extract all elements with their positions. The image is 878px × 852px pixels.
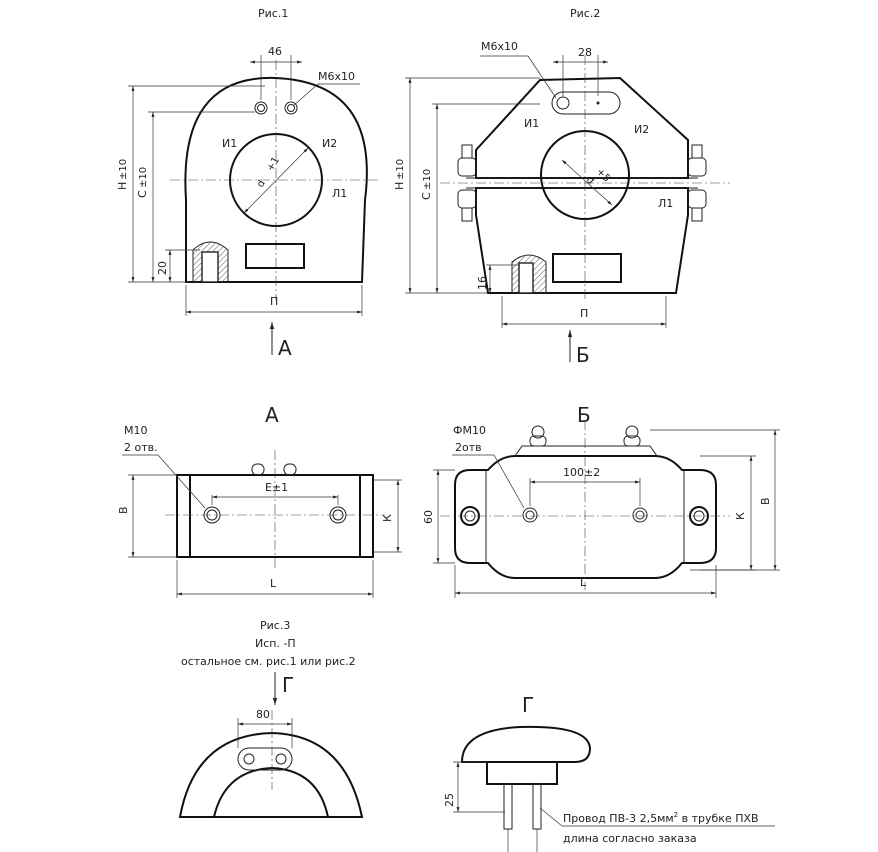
fig1-i2: И2	[322, 137, 337, 150]
fig2-upper-half	[475, 76, 689, 179]
fig2-dim-h: Н	[393, 182, 406, 190]
view-a-hole-count: 2 отв.	[124, 441, 158, 454]
view-b-bolt-right	[623, 435, 641, 447]
fig3-slot	[237, 747, 293, 771]
fig1-view-arrow: А	[278, 336, 292, 360]
fig1-thread: М6х10	[318, 70, 355, 83]
fig3-line2: Исп. -П	[255, 637, 296, 650]
view-a-hole: М10	[124, 424, 148, 437]
fig2-view-arrow: Б	[576, 343, 590, 367]
fig1-l1: Л1	[332, 187, 347, 200]
view-b-title: Б	[577, 403, 591, 427]
fig2-dim-p: П	[580, 307, 588, 320]
fig1-caption: Рис.1	[258, 7, 288, 20]
view-b-dim-l: L	[580, 576, 587, 589]
fig1-dim-h: Н	[116, 182, 129, 190]
fig3: Рис.3 Исп. -П остальное см. рис.1 или ри…	[178, 619, 364, 818]
view-g-length-note: длина согласно заказа	[563, 832, 697, 845]
fig1: Рис.1 d +1 46 М6х10 И1 И2 Л1 Н	[116, 7, 380, 360]
view-b-hole-left	[522, 507, 538, 523]
view-b-body	[454, 455, 717, 579]
view-b-hole-right	[632, 507, 648, 523]
fig2-nameplate	[552, 253, 622, 283]
fig2-slot	[551, 91, 621, 115]
view-a-dim-b: В	[117, 506, 130, 514]
view-b-dim-k: К	[734, 512, 747, 520]
view-a-dim-l: L	[270, 577, 277, 590]
fig3-arrow: Г	[282, 673, 294, 697]
view-b-hole-count: 2отв	[455, 441, 482, 454]
view-g-base	[486, 761, 558, 785]
fig1-hole-left	[254, 101, 268, 115]
view-g-title: Г	[522, 693, 534, 717]
view-b-dim-100: 100±2	[563, 466, 600, 479]
view-a-bolt-left	[251, 463, 265, 476]
fig2-i2: И2	[634, 123, 649, 136]
view-b-dim-60: 60	[422, 510, 435, 524]
fig2-lower-half	[475, 187, 689, 294]
fig2-dim-c: С	[420, 192, 433, 200]
fig1-dim-c-tol: ±10	[138, 167, 149, 188]
fig2-diameter: d	[584, 174, 596, 186]
view-b: Б 100±2 ФМ10 2отв 60	[422, 403, 780, 598]
view-g-wire-label: Провод ПВ-3 2,5мм2 в трубке ПХВ	[563, 811, 759, 825]
fig1-diameter-tol: +1	[265, 155, 282, 173]
fig3-dim-80: 80	[256, 708, 270, 721]
fig2-dim-h-tol: ±10	[395, 159, 406, 180]
fig1-i1: И1	[222, 137, 237, 150]
fig2-i1: И1	[524, 117, 539, 130]
fig1-dim-46: 46	[268, 45, 282, 58]
fig1-body	[184, 76, 368, 283]
fig2-thread: М6х10	[481, 40, 518, 53]
fig2-diameter-tol: +5	[594, 166, 612, 184]
view-g: Г 25 Провод ПВ-3 2,5мм2 в трубке ПХВ дли…	[443, 693, 775, 852]
view-b-nut-right	[689, 506, 709, 526]
view-a-title: А	[265, 403, 279, 427]
view-a-dim-e: Е±1	[265, 481, 288, 494]
view-b-dim-b: В	[759, 497, 772, 505]
fig1-dim-h-tol: ±10	[118, 159, 129, 180]
fig2-caption: Рис.2	[570, 7, 600, 20]
fig3-line3: остальное см. рис.1 или рис.2	[181, 655, 356, 668]
fig2-dim-28: 28	[578, 46, 592, 59]
view-g-lead-left	[503, 783, 513, 830]
fig3-body	[178, 731, 364, 818]
fig1-nameplate	[245, 243, 305, 269]
fig1-dim-20: 20	[156, 261, 169, 275]
fig1-dim-c: С	[136, 190, 149, 198]
fig2: Рис.2 d +5 28 М6х10 И1 И2	[393, 7, 730, 367]
fig1-dim-p: П	[270, 295, 278, 308]
view-g-cap	[460, 725, 592, 763]
fig2-l1: Л1	[658, 197, 673, 210]
fig3-bore	[213, 766, 329, 818]
view-a-bolt-right	[283, 463, 297, 476]
view-g-lead-right	[532, 783, 542, 830]
fig1-hole-right	[284, 101, 298, 115]
fig2-dim-16: 16	[476, 276, 489, 290]
fig2-dim-c-tol: ±10	[422, 169, 433, 190]
view-a-dim-k: К	[381, 514, 394, 522]
view-b-bolt-left	[529, 435, 547, 447]
fig1-diameter: d	[255, 178, 268, 189]
fig3-caption: Рис.3	[260, 619, 290, 632]
view-g-dim-25: 25	[443, 793, 456, 807]
view-a: А Е±1 М10 2 отв. В К L	[117, 403, 402, 598]
view-b-hole: ФМ10	[453, 424, 486, 437]
